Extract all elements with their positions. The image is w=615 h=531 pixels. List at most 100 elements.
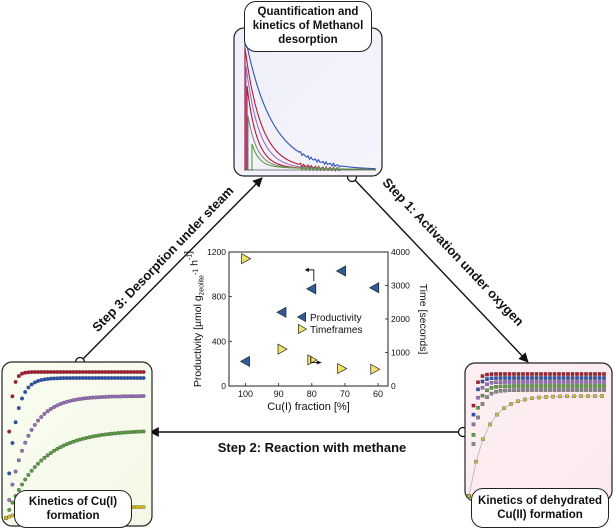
cu1-point — [109, 431, 114, 436]
y-left-tick-label: 800 — [212, 292, 226, 302]
cu1-point — [74, 397, 79, 402]
cu2-point — [597, 376, 602, 380]
cu2-point — [579, 388, 584, 392]
cu2-point — [593, 388, 597, 392]
desorption-curve-6 — [244, 143, 375, 172]
y-left-tick-label: 1200 — [207, 247, 226, 257]
y-right-axis-label: Time [seconds] — [417, 284, 429, 355]
cu2-point — [539, 380, 543, 384]
productivity-point — [306, 283, 317, 295]
cu2-point — [588, 388, 593, 392]
cu1-series-4 — [4, 429, 146, 520]
cu2-point — [584, 388, 588, 392]
cu1-point — [16, 458, 21, 463]
cu1-point — [10, 441, 15, 445]
y-right-tick-label: 0 — [391, 381, 396, 391]
cu2-point — [498, 389, 503, 393]
cu2-point — [566, 388, 570, 392]
cu2-point — [516, 376, 521, 380]
cu2-point — [471, 433, 476, 437]
cu2-point — [476, 415, 480, 420]
series-productivity — [239, 265, 380, 368]
cu2-point — [512, 384, 516, 388]
cu2-point — [593, 376, 597, 380]
cu2-point — [507, 376, 512, 380]
cu1-point — [32, 380, 37, 385]
right-axis-pointer-head — [316, 360, 322, 365]
top-title-line2: kinetics of Methanol — [252, 20, 364, 32]
cu2-point — [521, 388, 525, 392]
y-left-label-part: ] — [183, 251, 195, 254]
cu2-point — [557, 376, 561, 380]
cu2-point — [579, 380, 584, 384]
cu2-point — [516, 384, 521, 388]
y-right-tick-label: 1000 — [391, 348, 410, 358]
cu1-point — [141, 370, 146, 374]
top-panel-title: Quantification and kinetics of Methanol … — [244, 1, 372, 52]
cu1-point — [128, 430, 133, 435]
y-left-label-part: zeolite — [199, 275, 206, 295]
left-panel-title: Kinetics of Cu(I) formation — [14, 490, 132, 528]
cu2-point — [480, 374, 485, 378]
cu2-point — [575, 372, 579, 376]
cu1-series-1 — [4, 370, 146, 520]
y-right-tick-label: 4000 — [391, 247, 410, 257]
cu1-point — [103, 394, 108, 399]
cu2-point — [534, 372, 539, 376]
cu1-point — [87, 395, 92, 400]
legend-productivity-marker — [296, 311, 306, 323]
cu1-point — [13, 469, 18, 474]
cu1-point — [13, 379, 18, 384]
cu2-point — [593, 372, 597, 376]
right-title-line1: Kinetics of dehydrated — [478, 495, 602, 507]
cu1-point — [77, 397, 82, 402]
left-title-line1: Kinetics of Cu(I) — [28, 496, 118, 508]
cu1-point — [7, 429, 12, 434]
cu2-point — [516, 388, 521, 392]
cu1-point — [10, 394, 15, 399]
cu2-point — [494, 376, 498, 380]
cu2-point — [471, 412, 476, 417]
cu2-point — [557, 380, 561, 384]
cu2-point — [485, 377, 489, 381]
cu2-point — [539, 376, 543, 380]
x-tick-label: 70 — [340, 389, 350, 399]
timeframes-point — [370, 363, 381, 375]
cu2-point — [566, 380, 570, 384]
cu2-point — [575, 380, 579, 384]
cu2-point — [489, 391, 494, 396]
y-left-tick-label: 400 — [212, 336, 226, 346]
cu2-kinetics-plot — [467, 372, 606, 498]
cu2-point — [588, 384, 593, 388]
cu1-point — [141, 394, 146, 399]
cu1-series-3 — [4, 394, 146, 520]
x-tick-label: 80 — [307, 389, 317, 399]
cu2-point — [516, 372, 521, 376]
cu2-point — [503, 380, 507, 384]
cu2-point — [530, 388, 534, 392]
step1-arrow — [352, 177, 529, 363]
cu2-point — [512, 376, 516, 380]
cu1-point — [141, 505, 146, 509]
productivity-point — [335, 265, 346, 277]
cu2-point — [503, 384, 507, 388]
cu2-point — [570, 388, 575, 392]
cu2-point — [498, 380, 503, 384]
cu2-point — [489, 381, 494, 385]
cu1-point — [7, 498, 12, 502]
cu2-point — [530, 372, 534, 376]
cu2-point — [498, 372, 503, 376]
cu2-point — [530, 380, 534, 384]
cu2-point — [507, 372, 512, 376]
cu1-point — [87, 435, 92, 440]
cu1-point — [26, 433, 31, 438]
cu2-point — [561, 380, 566, 384]
cu1-point — [20, 448, 24, 453]
cu2-point — [543, 372, 548, 376]
cu2-point — [557, 372, 561, 376]
timeframes-point — [277, 343, 288, 355]
cu2-point — [584, 376, 588, 380]
top-title-line1: Quantification and — [257, 6, 359, 18]
y-right-tick-label: 2000 — [391, 314, 410, 324]
